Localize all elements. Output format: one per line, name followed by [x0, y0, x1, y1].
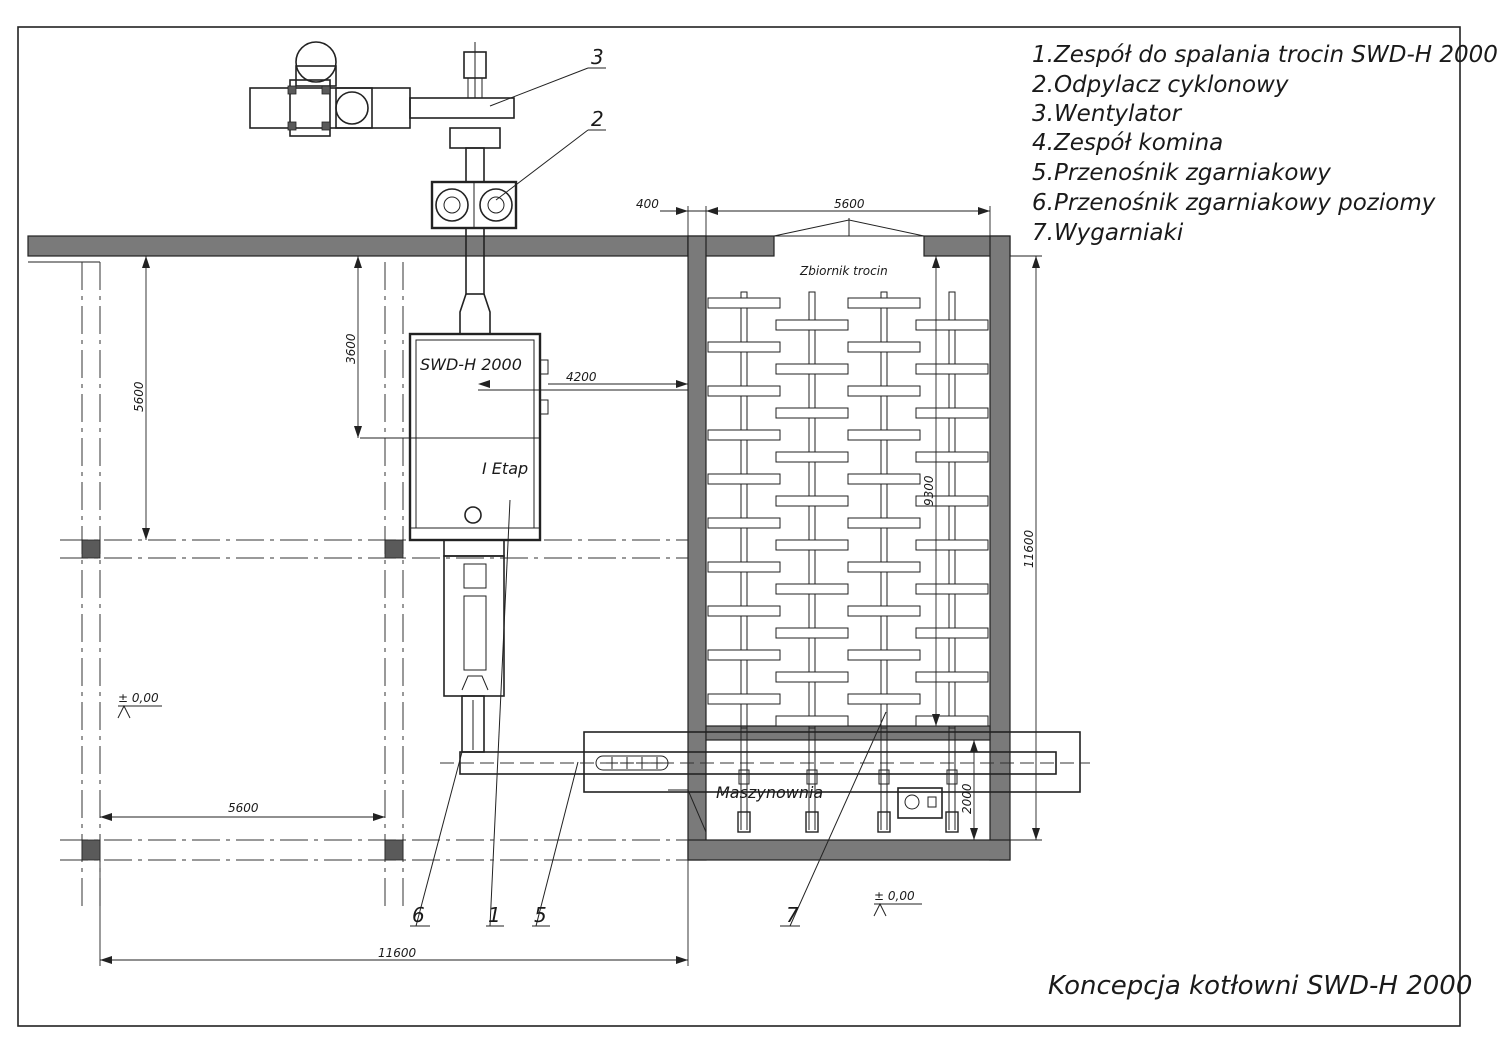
dim-5600-bottom: 5600 — [228, 801, 259, 815]
dim-2000: 2000 — [960, 783, 974, 814]
rake-rod — [880, 291, 888, 729]
scraper-blade — [847, 473, 921, 485]
scraper-blade — [915, 539, 989, 551]
scraper-blade — [915, 451, 989, 463]
scraper-blade — [847, 693, 921, 705]
scraper-blade — [707, 517, 781, 529]
rake-rod — [808, 291, 816, 729]
scraper-blade — [847, 649, 921, 661]
scraper-blade — [775, 715, 849, 727]
boiler-name-label: SWD-H 2000 — [420, 355, 522, 374]
scraper-blade — [775, 363, 849, 375]
scraper-blade — [915, 583, 989, 595]
scraper-blade — [915, 715, 989, 727]
scraper-blade — [775, 539, 849, 551]
rake-motor — [945, 811, 959, 833]
boiler-feeder — [443, 539, 505, 753]
scraper-blade — [847, 605, 921, 617]
dim-5600-left: 5600 — [132, 381, 146, 412]
scraper-blade — [775, 407, 849, 419]
legend-item-5: 5.Przenośnik zgarniakowy — [1032, 160, 1331, 186]
sheet-frame — [17, 26, 1461, 1027]
scraper-blade — [707, 297, 781, 309]
scraper-blade — [775, 495, 849, 507]
rake-drive — [878, 769, 890, 785]
scraper-blade — [915, 671, 989, 683]
scraper-blade — [707, 341, 781, 353]
scraper-blade — [915, 319, 989, 331]
level-right-label: ± 0,00 — [874, 889, 915, 903]
scraper-blade — [707, 429, 781, 441]
dim-3600: 3600 — [344, 333, 358, 364]
scraper-blade — [915, 363, 989, 375]
scraper-blade — [707, 605, 781, 617]
scraper-blade — [847, 385, 921, 397]
silo-rakes — [707, 291, 989, 833]
scraper-blade — [915, 627, 989, 639]
drawing-title: Koncepcja kotłowni SWD-H 2000 — [1048, 971, 1472, 1001]
legend: 1.Zespół do spalania trocin SWD-H 2000 2… — [1032, 42, 1498, 246]
level-mark-right — [873, 902, 922, 917]
legend-item-2: 2.Odpylacz cyklonowy — [1032, 72, 1289, 98]
callout-3: 3 — [591, 45, 604, 69]
scraper-blade — [707, 473, 781, 485]
scraper-blade — [707, 385, 781, 397]
silo-label: Zbiornik trocin — [799, 264, 888, 278]
fan-assembly — [249, 41, 515, 137]
scraper-blade — [847, 429, 921, 441]
legend-item-1: 1.Zespół do spalania trocin SWD-H 2000 — [1032, 42, 1498, 68]
dim-4200: 4200 — [566, 370, 597, 384]
machine-room-label: Maszynownia — [716, 783, 823, 802]
dim-5600-top: 5600 — [834, 197, 865, 211]
rake-motor — [877, 811, 891, 833]
rake-rod — [948, 291, 956, 729]
rake-motor — [805, 811, 819, 833]
scraper-blade — [775, 671, 849, 683]
rake-drive — [806, 769, 818, 785]
cyclone-separator — [430, 127, 518, 230]
rake-motor — [737, 811, 751, 833]
silo-walls — [687, 235, 1011, 861]
scraper-blade — [775, 627, 849, 639]
callout-leaders — [410, 67, 887, 927]
legend-item-3: 3.Wentylator — [1032, 101, 1183, 127]
scraper-blade — [915, 495, 989, 507]
legend-item-7: 7.Wygarniaki — [1032, 220, 1184, 246]
boiler-unit — [360, 332, 688, 542]
rake-drive — [738, 769, 750, 785]
rake-rod — [740, 291, 748, 729]
scraper-blade — [847, 561, 921, 573]
scraper-blade — [707, 649, 781, 661]
dim-11600-bottom: 11600 — [378, 946, 417, 960]
scraper-blade — [775, 319, 849, 331]
callout-7: 7 — [786, 903, 799, 927]
scraper-blade — [847, 341, 921, 353]
dim-400: 400 — [636, 197, 659, 211]
callout-5: 5 — [534, 903, 547, 927]
level-mark-left — [117, 704, 162, 719]
horizontal-conveyor — [440, 731, 1090, 793]
stage-label: I Etap — [482, 459, 528, 478]
dimension-lines — [99, 206, 1042, 966]
callout-6: 6 — [412, 903, 425, 927]
scraper-blade — [707, 561, 781, 573]
top-wall — [27, 218, 1011, 263]
scraper-blade — [707, 693, 781, 705]
legend-item-4: 4.Zespół komina — [1032, 130, 1223, 156]
scraper-blade — [775, 451, 849, 463]
callout-1: 1 — [488, 903, 501, 927]
column-grid — [60, 262, 688, 910]
machine-room — [668, 739, 990, 833]
dim-9300: 9300 — [922, 475, 936, 506]
scraper-blade — [915, 407, 989, 419]
level-left-label: ± 0,00 — [118, 691, 159, 705]
scraper-blade — [775, 583, 849, 595]
rake-drive — [946, 769, 958, 785]
dim-11600-right: 11600 — [1022, 529, 1036, 568]
scraper-blade — [847, 297, 921, 309]
legend-item-6: 6.Przenośnik zgarniakowy poziomy — [1032, 190, 1436, 216]
callout-2: 2 — [591, 107, 604, 131]
scraper-blade — [847, 517, 921, 529]
